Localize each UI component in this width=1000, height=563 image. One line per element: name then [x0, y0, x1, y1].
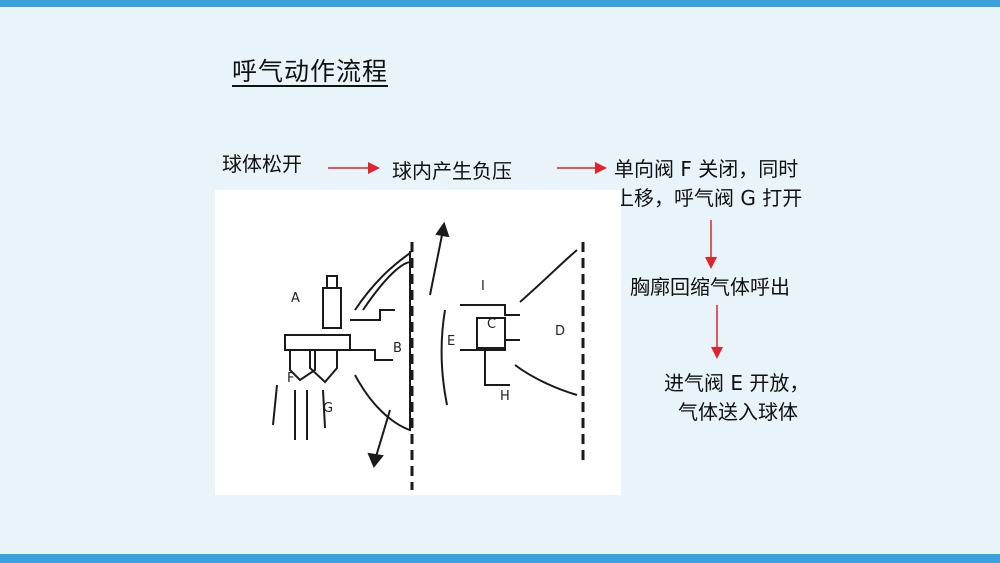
label-d: D: [555, 324, 565, 339]
step-valve-e-open: 进气阀 E 开放， 气体送入球体: [664, 369, 809, 427]
step-valve-e-line1: 进气阀 E 开放，: [664, 371, 810, 395]
step-valve-f-close: 单向阀 F 关闭，同时 上移，呼气阀 G 打开: [614, 155, 802, 213]
label-i: I: [481, 279, 485, 294]
step-valve-e-line2: 气体送入球体: [678, 400, 798, 424]
step-chest-recoil: 胸廓回缩气体呼出: [630, 275, 790, 299]
step-negative-pressure: 球内产生负压: [392, 159, 512, 183]
step-valve-f-line2: 上移，呼气阀 G 打开: [614, 186, 803, 210]
label-c: C: [487, 317, 496, 332]
resuscitator-valve-diagram: A B C D E F G H I: [215, 190, 621, 495]
step-ball-release: 球体松开: [222, 152, 302, 176]
label-a: A: [291, 291, 300, 306]
top-accent-bar: [0, 0, 1000, 7]
slide-title: 呼气动作流程: [232, 57, 389, 86]
valve-schematic: A B C D E F G H I: [272, 221, 585, 490]
label-f: F: [287, 371, 294, 386]
bottom-accent-bar: [0, 554, 1000, 563]
label-e: E: [447, 334, 455, 349]
label-b: B: [393, 341, 402, 356]
step-valve-f-line1: 单向阀 F 关闭，同时: [614, 157, 799, 181]
label-h: H: [500, 389, 510, 404]
label-g: G: [323, 401, 333, 416]
